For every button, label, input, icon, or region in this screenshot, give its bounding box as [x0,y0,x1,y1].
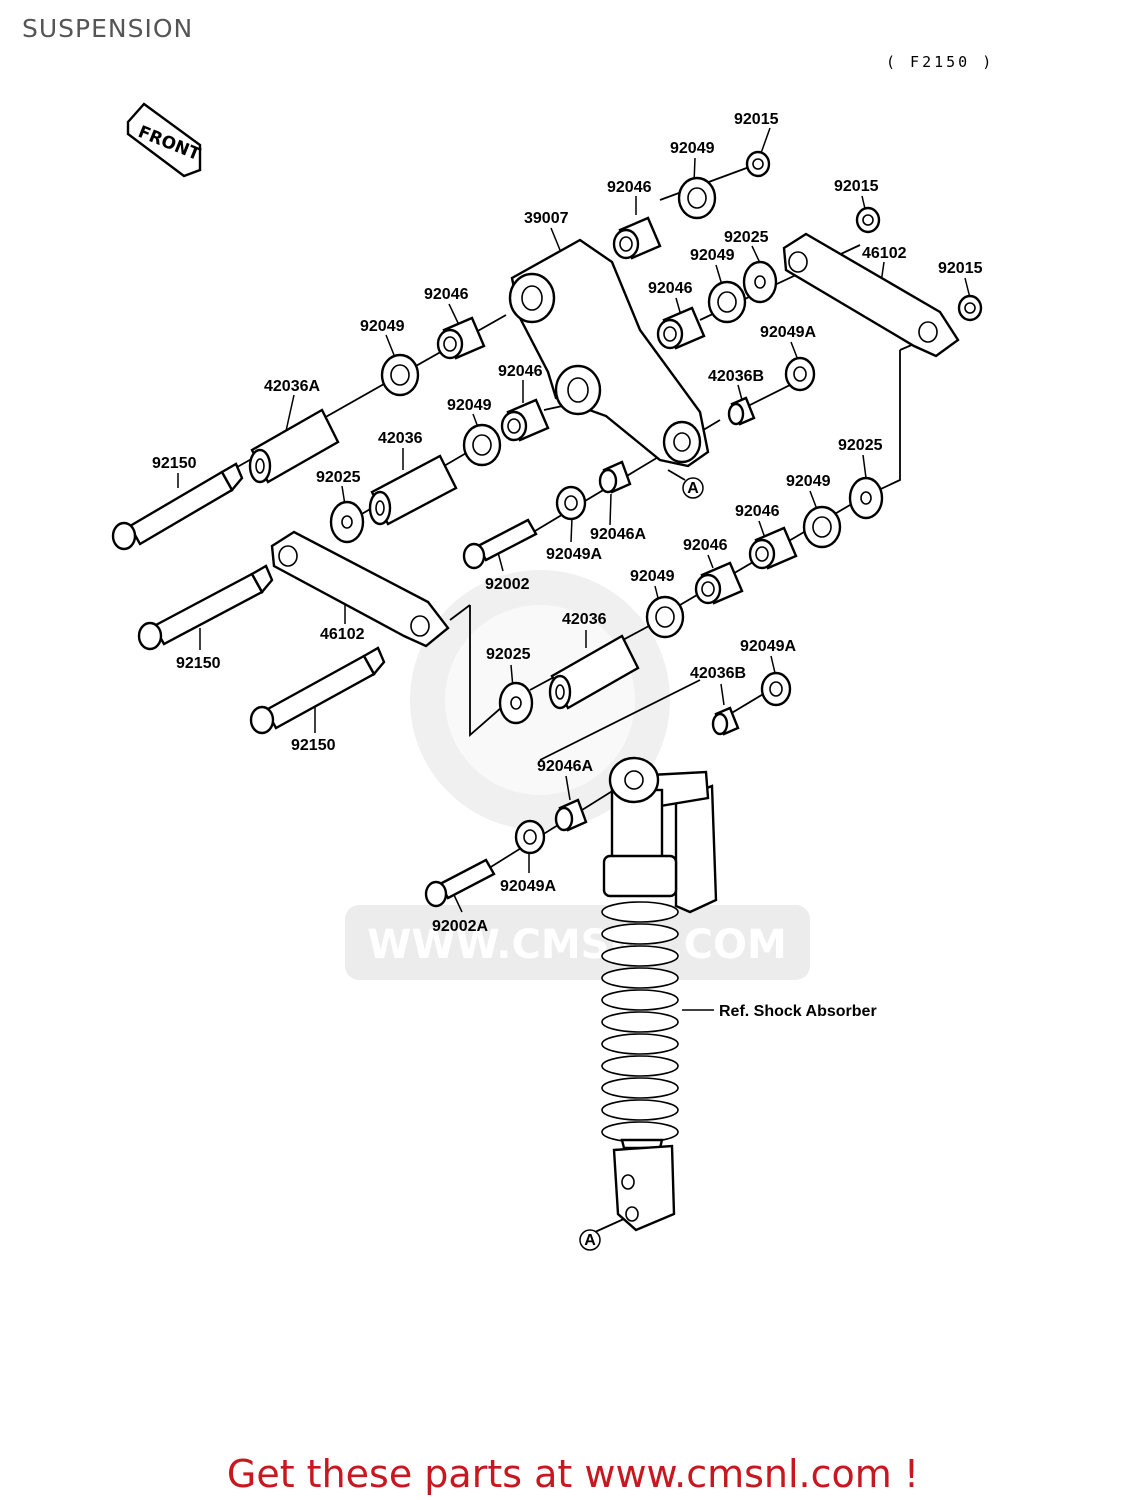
seal-92049A-b [555,485,587,521]
label-92049-f: 92049 [630,568,675,585]
label-92015-c: 92015 [938,260,983,277]
shock-spring [601,901,679,1143]
label-92049-c: 92049 [360,318,405,335]
washer-92025-b [848,476,884,520]
sleeve-42036A [248,408,340,484]
label-92049A-b: 92049A [546,546,602,563]
seal-92049-b [707,280,747,324]
shock-absorber [601,756,718,1232]
front-arrow-icon: FRONT [126,102,203,178]
bolt-92002 [462,518,538,570]
label-92046A-a: 92046A [590,526,646,543]
sleeve-42036-b [548,634,640,710]
marker-a-2: A [579,1229,601,1251]
bolt-92150-a [111,462,244,551]
label-92025-d: 92025 [486,646,531,663]
bearing-92046-a [612,216,662,260]
sleeve-42036B-a [727,396,756,426]
diagram-code: ( F2150 ) [886,53,995,71]
label-92025-c: 92025 [316,469,361,486]
seal-92049A-d [514,819,546,855]
label-46102-a: 46102 [862,245,907,262]
nut-92015-a [745,150,771,178]
label-92046-c: 92046 [424,286,469,303]
part-labels: 92015 92049 92046 92015 39007 92025 9204… [152,111,983,1020]
label-92046A-b: 92046A [537,758,593,775]
label-92015-a: 92015 [734,111,779,128]
bearing-92046-d [500,398,550,442]
label-92046-a: 92046 [607,179,652,196]
bearing-92046A-a [598,460,632,494]
bearing-92046-f [694,561,744,605]
bolt-92002A [424,858,496,908]
seal-92049-c [380,353,420,397]
seal-92049-e [802,505,842,549]
marker-a-1-label: A [687,480,699,497]
label-92049-d: 92049 [447,397,492,414]
label-39007: 39007 [524,210,569,227]
label-92002: 92002 [485,576,530,593]
bolt-92150-b [137,564,274,651]
bearing-92046-e [748,526,798,570]
seal-92049A-a [784,356,816,392]
label-42036-a: 42036 [378,430,423,447]
label-92150-b: 92150 [176,655,221,672]
bearing-92046-c [436,316,486,360]
bearing-92046A-b [554,798,588,832]
tie-rod-46102-a [782,232,960,358]
label-ref-shock-absorber: Ref. Shock Absorber [719,1003,877,1020]
seal-92049-d [462,423,502,467]
label-92046-f: 92046 [683,537,728,554]
sleeve-42036-a [368,454,458,526]
page-title: SUSPENSION [22,14,194,43]
seal-92049-f [645,595,685,639]
label-46102-b: 46102 [320,626,365,643]
bearing-92046-b [656,306,706,350]
watermark: WWW.CMSNL.COM [345,570,810,980]
label-92002A: 92002A [432,918,488,935]
label-92150-a: 92150 [152,455,197,472]
marker-a-1: A [682,477,704,499]
nut-92015-b [855,206,881,234]
label-92015-b: 92015 [834,178,879,195]
label-92046-d: 92046 [498,363,543,380]
label-92025-a: 92025 [724,229,769,246]
washer-92025-c [329,500,365,544]
label-92049A-d: 92049A [500,878,556,895]
seal-92049-a [677,176,717,220]
label-92046-e: 92046 [735,503,780,520]
label-42036B-a: 42036B [708,368,764,385]
label-92049A-a: 92049A [760,324,816,341]
washer-92025-a [742,260,778,304]
tie-rod-46102-b [270,530,450,648]
label-92150-c: 92150 [291,737,336,754]
label-92049-a: 92049 [670,140,715,157]
label-92049A-c: 92049A [740,638,796,655]
washer-92025-d [498,681,534,725]
bolt-92150-c [249,646,386,735]
sleeve-42036B-b [711,706,740,736]
watermark-text: WWW.CMSNL.COM [367,922,787,968]
label-42036B-b: 42036B [690,665,746,682]
label-92046-b: 92046 [648,280,693,297]
label-92025-b: 92025 [838,437,883,454]
rocker-arm-39007 [508,238,710,468]
marker-a-2-label: A [584,1232,596,1249]
footer-cta-link[interactable]: Get these parts at www.cmsnl.com ! [226,1452,920,1496]
label-92049-e: 92049 [786,473,831,490]
label-42036A: 42036A [264,378,320,395]
nut-92015-c [957,294,983,322]
seal-92049A-c [760,671,792,707]
label-92049-b: 92049 [690,247,735,264]
label-42036-b: 42036 [562,611,607,628]
